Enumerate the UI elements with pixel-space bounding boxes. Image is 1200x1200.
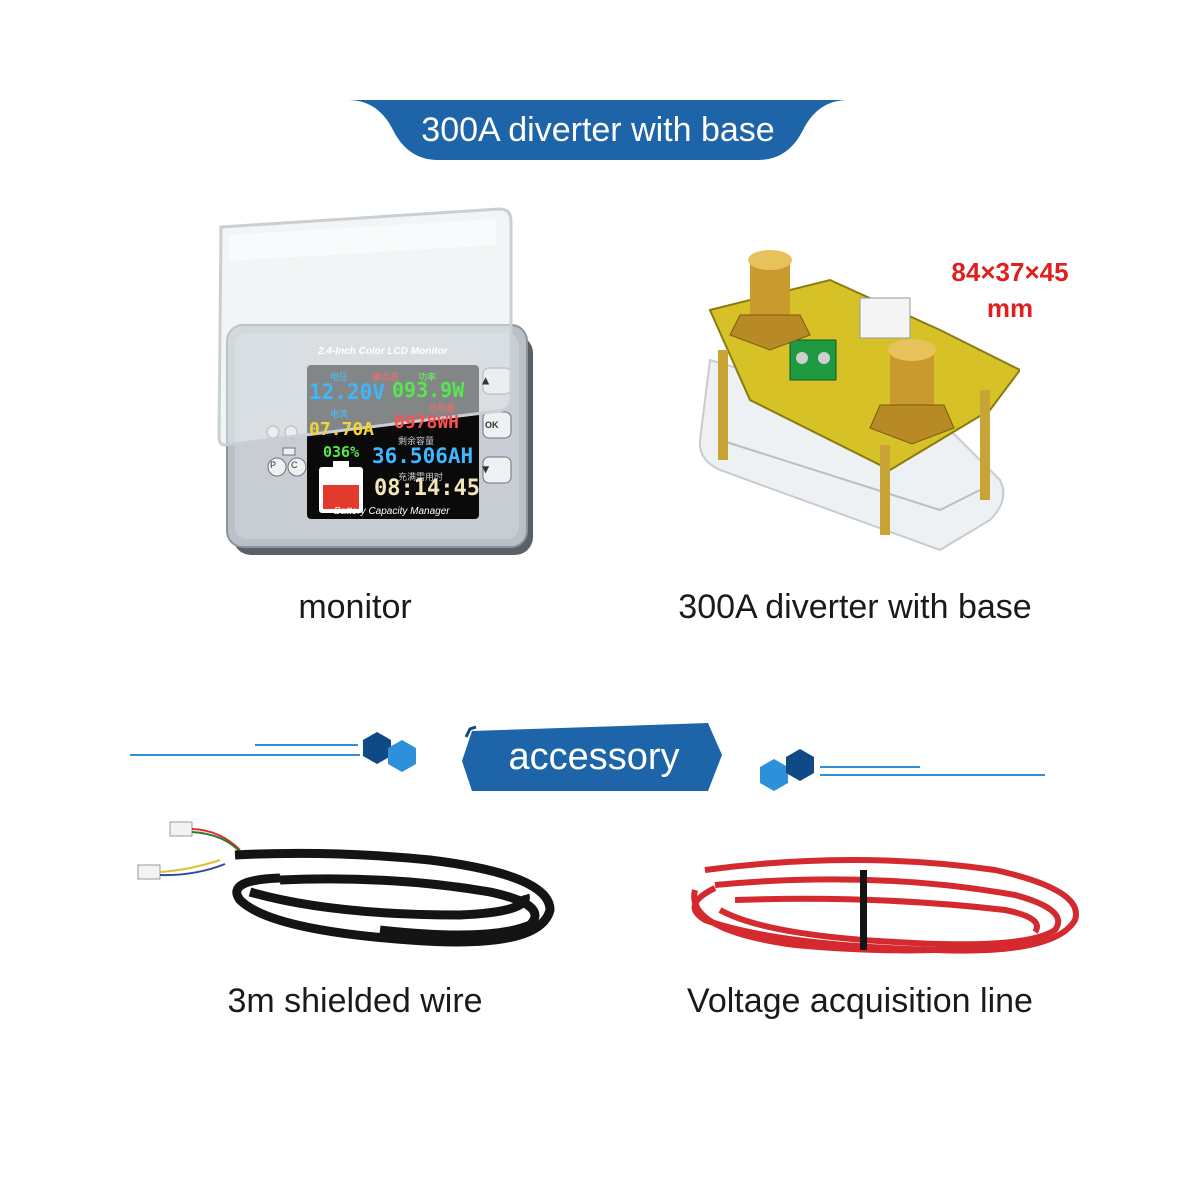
voltage-line-image xyxy=(691,857,1079,954)
screen-power: 093.9W xyxy=(392,378,465,402)
shielded-wire-caption: 3m shielded wire xyxy=(227,982,483,1020)
diverter-dimensions: 84×37×45 mm xyxy=(930,254,1090,326)
monitor-c-button: C xyxy=(291,460,298,470)
screen-label-power: 功率 xyxy=(418,372,437,382)
monitor-p-button: P xyxy=(270,460,277,470)
screen-label-voltage: 电压 xyxy=(330,372,349,382)
monitor-device-image xyxy=(217,207,533,555)
screen-capacity: 36.506AH xyxy=(372,444,474,468)
accessory-divider xyxy=(130,723,1045,791)
screen-label-output: 输出态 xyxy=(372,372,400,382)
shielded-wire-image xyxy=(137,821,555,947)
screen-label-current: 电流 xyxy=(330,409,349,419)
monitor-ok-button: OK xyxy=(485,420,499,430)
monitor-up-button: ▲ xyxy=(482,373,490,387)
screen-energy: 0978WH xyxy=(394,412,460,433)
monitor-down-button: ▼ xyxy=(482,462,490,476)
screen-voltage: 12.20V xyxy=(309,380,385,404)
screen-current: 07.70A xyxy=(309,419,375,440)
screen-label-remaining: 剩余容量 xyxy=(398,436,435,446)
diverter-device-image xyxy=(698,250,1020,552)
monitor-caption: monitor xyxy=(298,588,412,626)
monitor-device-footer: Battery Capacity Manager xyxy=(334,506,450,517)
screen-label-time: 充满需用时 xyxy=(398,472,444,482)
accessory-title: accessory xyxy=(508,736,680,778)
voltage-line-caption: Voltage acquisition line xyxy=(687,982,1033,1020)
diverter-dimensions-value: 84×37×45 xyxy=(951,257,1069,287)
screen-time: 08:14:45 xyxy=(374,476,480,501)
screen-percent: 036% xyxy=(323,443,360,461)
header-title: 300A diverter with base xyxy=(421,111,775,149)
monitor-device-title: 2.4-Inch Color LCD Monitor xyxy=(318,346,448,357)
screen-label-energy: 总电量 xyxy=(428,403,456,413)
diverter-dimensions-unit: mm xyxy=(986,293,1034,323)
diverter-caption: 300A diverter with base xyxy=(678,588,1032,626)
header-banner xyxy=(348,100,848,160)
